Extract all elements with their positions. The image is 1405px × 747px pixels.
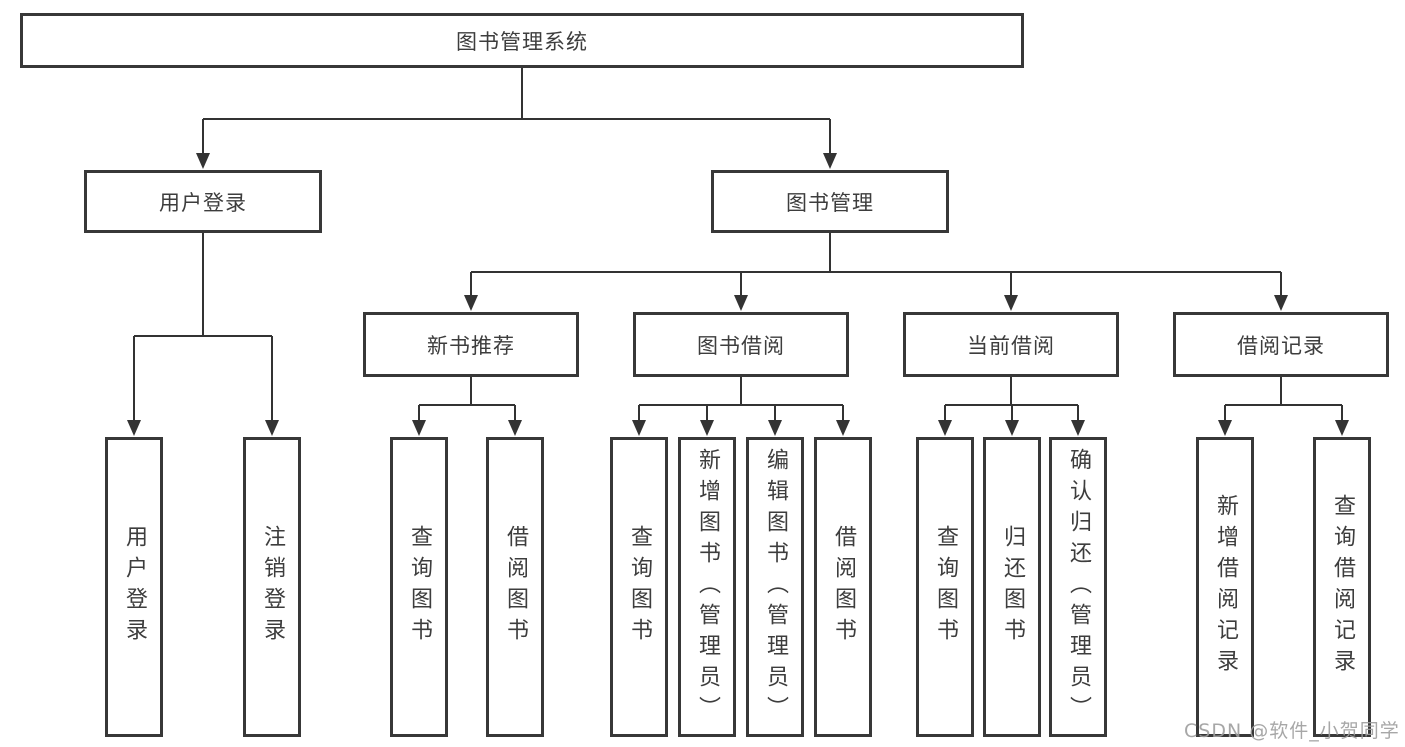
leaf-return-books: 归还图书 [983,437,1041,737]
node-label: 查询图书 [407,525,432,649]
node-label: 查询图书 [933,525,958,649]
leaf-query-books-borrowing: 查询图书 [610,437,668,737]
leaf-add-borrow-record: 新增借阅记录 [1196,437,1254,737]
node-label: 查询借阅记录 [1330,494,1355,680]
arrow-icon [1274,295,1288,311]
arrowheads [127,153,1349,436]
node-borrowing-records: 借阅记录 [1173,312,1389,377]
node-label: 当前借阅 [967,333,1055,358]
csdn-watermark: CSDN @软件_小贺同学 [1184,720,1400,742]
node-current-borrowing: 当前借阅 [903,312,1119,377]
leaf-add-books-admin: 新增图书（管理员） [678,437,736,737]
connector-path [133,68,1343,421]
node-root-system: 图书管理系统 [20,13,1024,68]
arrow-icon [823,153,837,169]
arrow-icon [412,420,426,436]
arrow-icon [1005,420,1019,436]
arrow-icon [632,420,646,436]
node-new-book-recommend: 新书推荐 [363,312,579,377]
arrow-icon [508,420,522,436]
node-label: 归还图书 [1000,525,1025,649]
node-label: 图书借阅 [697,333,785,358]
arrow-icon [265,420,279,436]
arrow-icon [196,153,210,169]
node-label: 编辑图书（管理员） [763,447,788,727]
node-label: 新书推荐 [427,333,515,358]
node-book-management: 图书管理 [711,170,949,233]
leaf-query-borrow-record: 查询借阅记录 [1313,437,1371,737]
node-label: 图书管理 [786,190,874,215]
node-label: 图书管理系统 [456,29,588,54]
leaf-edit-books-admin: 编辑图书（管理员） [746,437,804,737]
arrow-icon [734,295,748,311]
node-label: 用户登录 [122,525,147,649]
leaf-user-login: 用户登录 [105,437,163,737]
node-label: 新增借阅记录 [1213,494,1238,680]
leaf-query-books-recommend: 查询图书 [390,437,448,737]
leaf-confirm-return-admin: 确认归还（管理员） [1049,437,1107,737]
arrow-icon [836,420,850,436]
arrow-icon [1335,420,1349,436]
leaf-borrow-books: 借阅图书 [814,437,872,737]
leaf-borrow-books-recommend: 借阅图书 [486,437,544,737]
node-label: 查询图书 [627,525,652,649]
arrow-icon [768,420,782,436]
node-label: 借阅图书 [503,525,528,649]
arrow-icon [464,295,478,311]
arrow-icon [1218,420,1232,436]
leaf-query-books-current: 查询图书 [916,437,974,737]
arrow-icon [1004,295,1018,311]
arrow-icon [1071,420,1085,436]
arrow-icon [127,420,141,436]
node-book-borrowing: 图书借阅 [633,312,849,377]
node-user-login: 用户登录 [84,170,322,233]
leaf-logout: 注销登录 [243,437,301,737]
node-label: 注销登录 [260,525,285,649]
node-label: 借阅记录 [1237,333,1325,358]
arrow-icon [700,420,714,436]
node-label: 用户登录 [159,190,247,215]
node-label: 确认归还（管理员） [1066,447,1091,727]
arrow-icon [938,420,952,436]
node-label: 借阅图书 [831,525,856,649]
node-label: 新增图书（管理员） [695,447,720,727]
